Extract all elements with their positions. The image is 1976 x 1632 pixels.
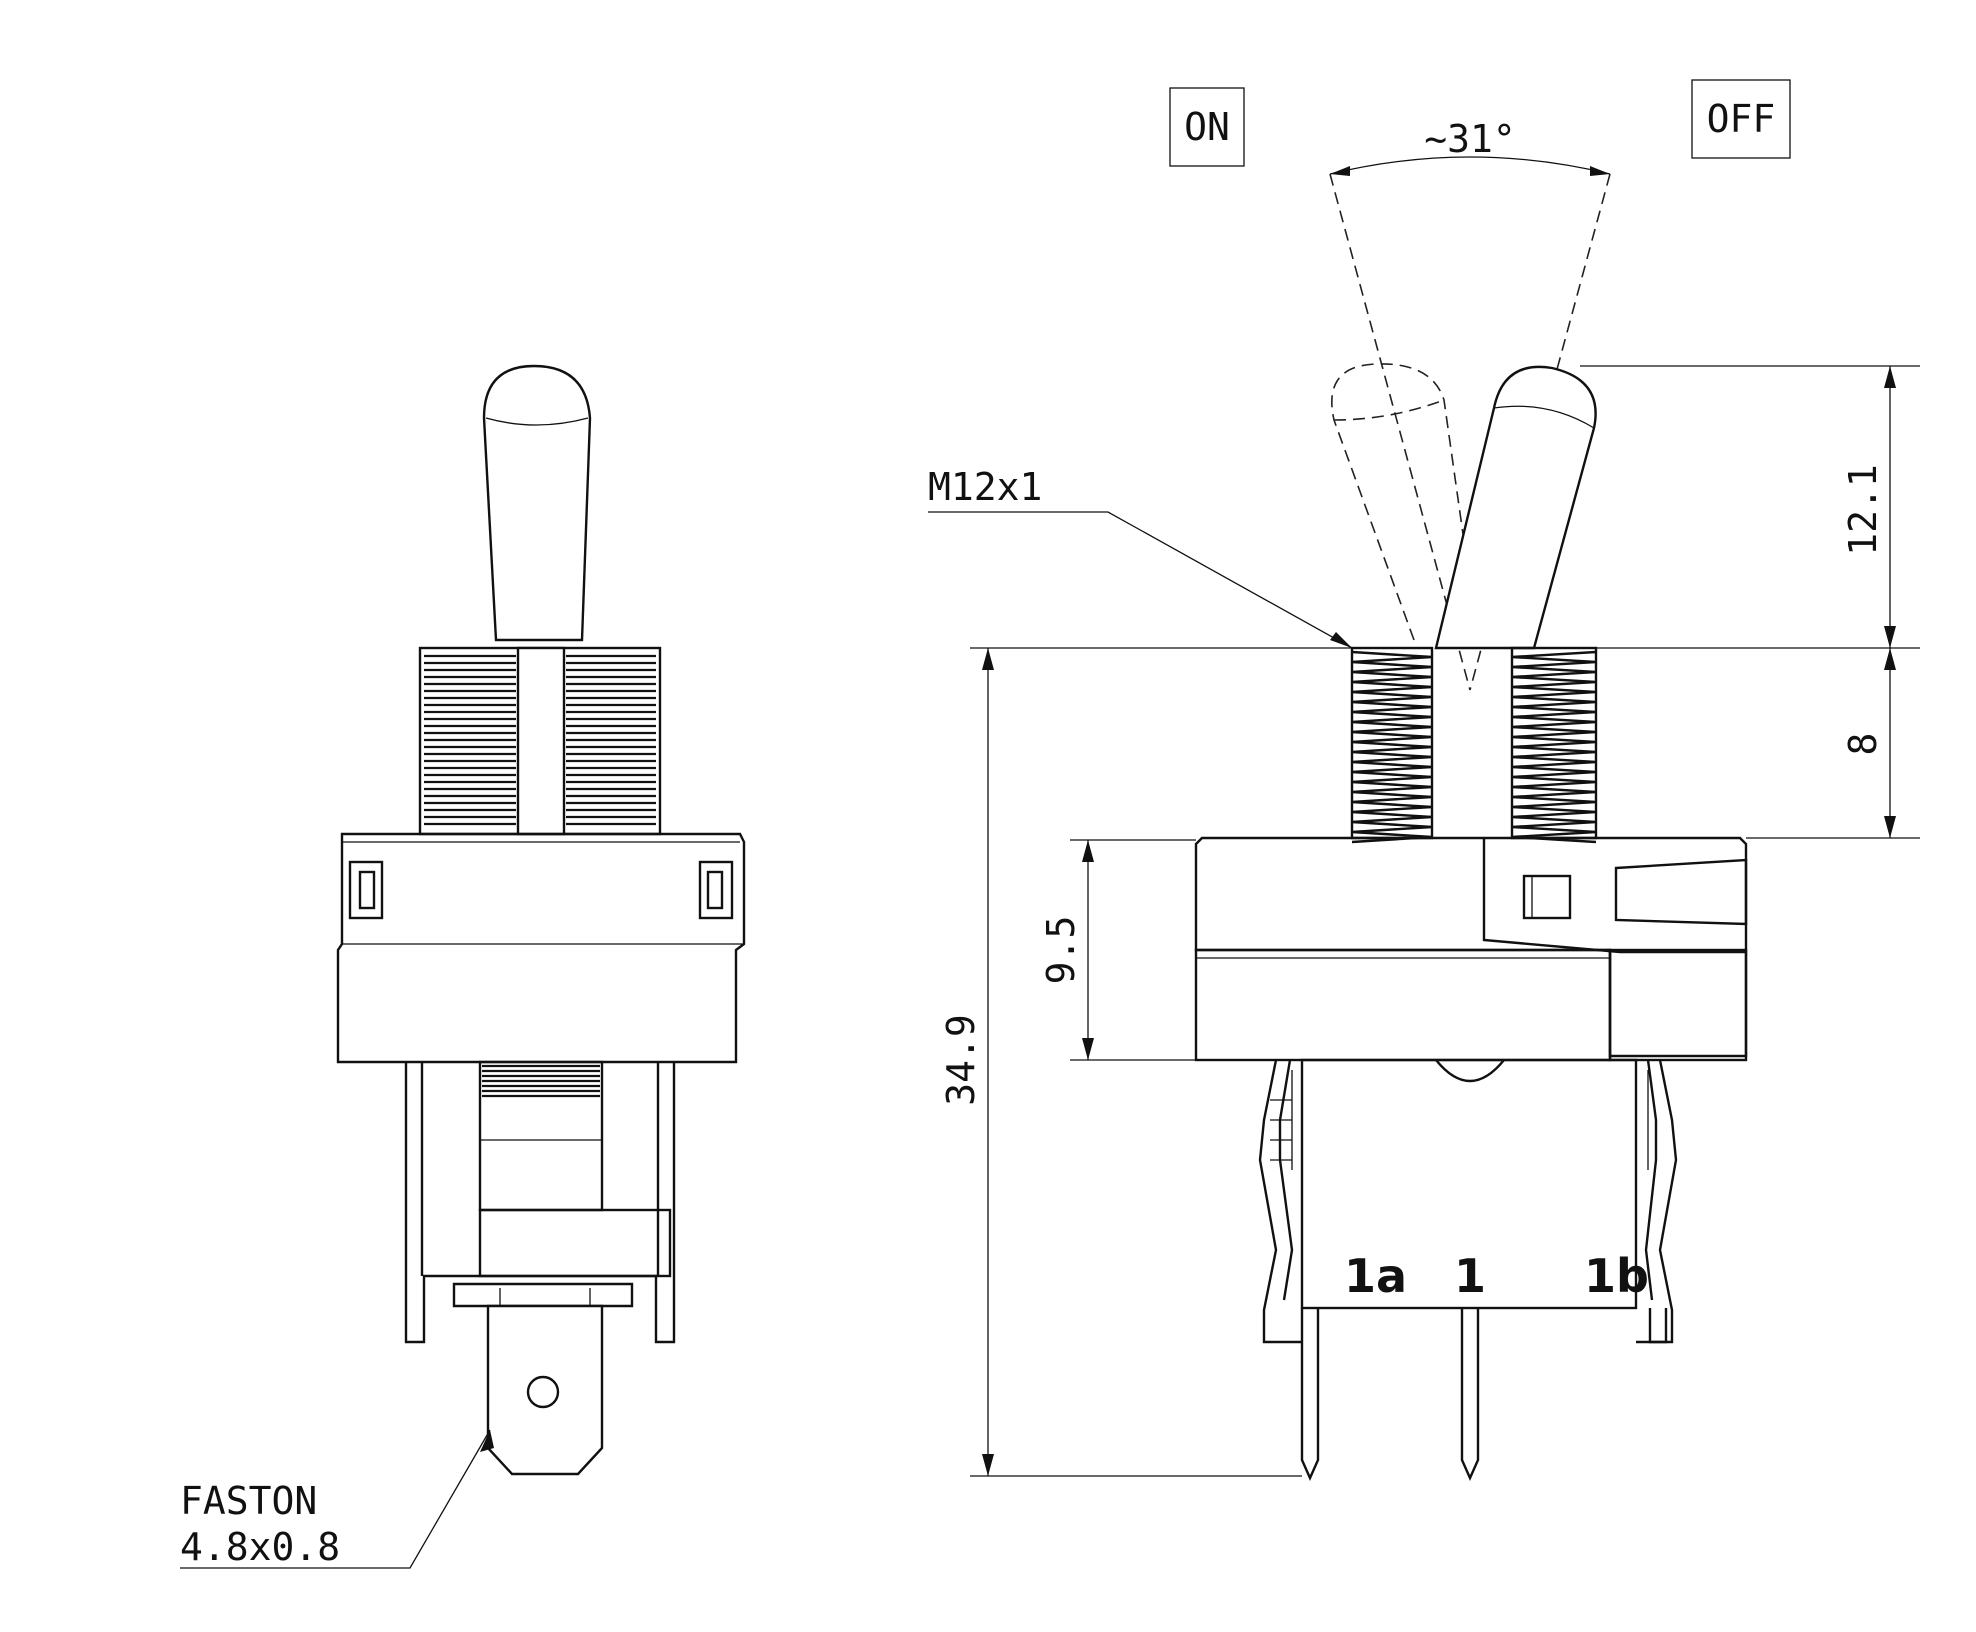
- thread-callout: M12x1: [928, 465, 1353, 649]
- faston-callout: FASTON 4.8x0.8: [180, 1429, 494, 1569]
- front-view: FASTON 4.8x0.8: [180, 364, 746, 1569]
- off-position-label: OFF: [1691, 79, 1791, 159]
- dimension-bushing-height: 8: [1596, 647, 1920, 839]
- front-lower-body: [404, 1060, 676, 1344]
- terminal-1b-label: 1b: [1584, 1249, 1649, 1303]
- thread-profile: [1511, 650, 1597, 844]
- side-view: ON OFF ~31°: [928, 79, 1920, 1481]
- thread-profile: [1351, 650, 1433, 844]
- front-lever: [482, 364, 592, 642]
- side-housing: [1194, 836, 1748, 1062]
- lever-on-ghost: [1331, 363, 1479, 641]
- svg-text:OFF: OFF: [1707, 97, 1776, 141]
- front-bushing: [418, 646, 662, 836]
- front-housing: [336, 832, 746, 1064]
- svg-text:ON: ON: [1184, 105, 1230, 149]
- dim-34-9: 34.9: [939, 1014, 983, 1106]
- faston-label: FASTON: [180, 1479, 317, 1523]
- angle-label: ~31°: [1424, 117, 1516, 161]
- dim-8: 8: [1841, 733, 1885, 756]
- dimension-lever-height: 12.1: [1580, 365, 1920, 648]
- faston-size-label: 4.8x0.8: [180, 1525, 340, 1569]
- dimension-housing-height: 9.5: [1039, 839, 1196, 1061]
- terminal-1a-label: 1a: [1344, 1249, 1407, 1303]
- dim-12-1: 12.1: [1841, 464, 1885, 556]
- dimension-total-height: 34.9: [939, 647, 1352, 1477]
- thread-size-label: M12x1: [928, 465, 1042, 509]
- terminal-1-label: 1: [1454, 1249, 1486, 1303]
- side-lower-body: 1a 1 1b: [1258, 1058, 1678, 1481]
- lever-off: [1434, 365, 1597, 650]
- on-position-label: ON: [1169, 87, 1245, 167]
- dim-9-5: 9.5: [1039, 916, 1083, 985]
